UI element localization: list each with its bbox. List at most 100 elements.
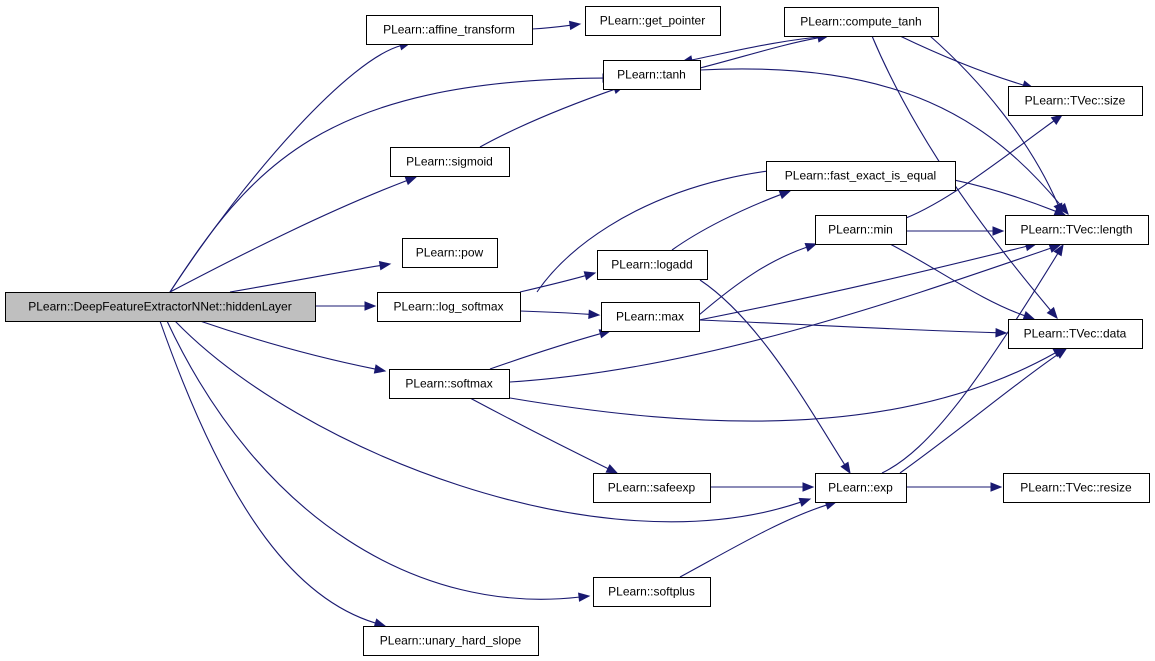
arrowhead-exp-to-length (1053, 243, 1064, 257)
node-softplus[interactable]: PLearn::softplus (593, 577, 711, 607)
node-box-safeexp[interactable] (593, 473, 711, 503)
node-label-data: PLearn::TVec::data (1024, 327, 1127, 341)
node-getptr[interactable]: PLearn::get_pointer (585, 6, 721, 36)
node-box-getptr[interactable] (585, 6, 721, 36)
arrowhead-root-to-sigmoid (404, 176, 418, 186)
arrowhead-logadd-to-fastexact (778, 190, 792, 200)
node-box-pow[interactable] (402, 238, 498, 268)
node-fastexact[interactable]: PLearn::fast_exact_is_equal (766, 161, 956, 191)
node-box-size[interactable] (1008, 86, 1143, 116)
node-box-unary[interactable] (363, 626, 539, 656)
node-pow[interactable]: PLearn::pow (402, 238, 498, 268)
node-exp[interactable]: PLearn::exp (815, 473, 907, 503)
node-box-root[interactable] (5, 292, 316, 322)
node-length[interactable]: PLearn::TVec::length (1005, 215, 1149, 245)
arrowhead-min-to-size (1050, 114, 1064, 126)
node-label-exp: PLearn::exp (828, 481, 893, 495)
node-label-softmax: PLearn::softmax (405, 377, 492, 391)
node-label-min: PLearn::min (828, 223, 893, 237)
node-box-compute_tanh[interactable] (784, 7, 939, 37)
node-box-min[interactable] (815, 215, 907, 245)
edge-exp-to-length (881, 253, 1059, 474)
node-box-affine[interactable] (366, 15, 533, 45)
edge-logadd-to-fastexact (671, 194, 781, 251)
edge-root-to-pow (229, 265, 381, 293)
node-label-safeexp: PLearn::safeexp (608, 481, 696, 495)
node-box-fastexact[interactable] (766, 161, 956, 191)
node-box-softmax[interactable] (389, 369, 510, 399)
arrowhead-affine-to-getptr (568, 20, 582, 31)
node-label-fastexact: PLearn::fast_exact_is_equal (785, 169, 936, 183)
node-label-length: PLearn::TVec::length (1020, 223, 1132, 237)
node-safeexp[interactable]: PLearn::safeexp (593, 473, 711, 503)
arrowhead-root-to-logsoftmax (364, 301, 377, 311)
node-box-max[interactable] (601, 302, 700, 332)
node-box-resize[interactable] (1003, 473, 1150, 503)
edge-softmax-to-safeexp (469, 397, 609, 470)
edge-root-to-sigmoid (169, 180, 407, 293)
node-unary[interactable]: PLearn::unary_hard_slope (363, 626, 539, 656)
edge-root-to-softmax (199, 320, 376, 370)
node-box-sigmoid[interactable] (390, 147, 510, 177)
edge-compute_tanh-to-data (871, 35, 1052, 311)
arrowhead-min-to-data (1022, 311, 1036, 320)
node-label-size: PLearn::TVec::size (1025, 94, 1126, 108)
node-max[interactable]: PLearn::max (601, 302, 700, 332)
node-data[interactable]: PLearn::TVec::data (1008, 319, 1143, 349)
edge-exp-to-data (899, 354, 1059, 474)
edge-min-to-data (889, 243, 1025, 317)
edge-max-to-min (698, 246, 807, 316)
node-size[interactable]: PLearn::TVec::size (1008, 86, 1143, 116)
arrowhead-min-to-length (992, 226, 1005, 236)
node-logsoftmax[interactable]: PLearn::log_softmax (377, 292, 521, 322)
edge-softmax-to-max (489, 333, 601, 370)
node-box-logsoftmax[interactable] (377, 292, 521, 322)
node-label-pow: PLearn::pow (416, 246, 484, 260)
node-label-softplus: PLearn::softplus (608, 585, 695, 599)
edge-compute_tanh-to-size (899, 35, 1024, 86)
edge-root-to-affine (169, 45, 401, 293)
node-label-max: PLearn::max (616, 310, 684, 324)
node-box-softplus[interactable] (593, 577, 711, 607)
edge-softmax-to-length (509, 247, 1051, 383)
node-label-compute_tanh: PLearn::compute_tanh (800, 15, 921, 29)
arrowhead-logadd-to-exp (840, 461, 851, 475)
edge-compute_tanh-to-tanh (691, 35, 831, 61)
node-logadd[interactable]: PLearn::logadd (597, 250, 708, 280)
node-label-resize: PLearn::TVec::resize (1020, 481, 1132, 495)
node-label-logadd: PLearn::logadd (611, 258, 692, 272)
edge-root-to-tanh (169, 77, 604, 293)
edge-logadd-to-exp (699, 279, 846, 465)
node-box-logadd[interactable] (597, 250, 708, 280)
edge-root-to-unary (159, 320, 376, 624)
node-resize[interactable]: PLearn::TVec::resize (1003, 473, 1150, 503)
node-box-length[interactable] (1005, 215, 1149, 245)
edge-root-to-exp (174, 320, 801, 523)
node-box-exp[interactable] (815, 473, 907, 503)
node-box-data[interactable] (1008, 319, 1143, 349)
node-label-getptr: PLearn::get_pointer (600, 14, 705, 28)
node-box-tanh[interactable] (603, 60, 701, 90)
edge-tanh-to-length (699, 68, 1063, 207)
node-compute_tanh[interactable]: PLearn::compute_tanh (784, 7, 939, 37)
node-tanh[interactable]: PLearn::tanh (603, 60, 701, 90)
node-label-sigmoid: PLearn::sigmoid (406, 155, 493, 169)
node-label-tanh: PLearn::tanh (617, 68, 686, 82)
arrowhead-logsoftmax-to-logadd (583, 271, 597, 281)
arrowhead-exp-to-resize (990, 482, 1003, 492)
node-min[interactable]: PLearn::min (815, 215, 907, 245)
node-root[interactable]: PLearn::DeepFeatureExtractorNNet::hidden… (5, 292, 316, 322)
edge-root-to-softplus (166, 320, 580, 600)
arrowhead-exp-to-data (1054, 348, 1068, 359)
arrowhead-max-to-min (804, 242, 818, 252)
edge-affine-to-getptr (531, 24, 571, 30)
node-sigmoid[interactable]: PLearn::sigmoid (390, 147, 510, 177)
edge-softplus-to-exp (679, 504, 827, 578)
edge-tanh-to-compute_tanh (699, 37, 819, 69)
node-softmax[interactable]: PLearn::softmax (389, 369, 510, 399)
node-label-logsoftmax: PLearn::log_softmax (393, 300, 503, 314)
arrowhead-root-to-softplus (578, 592, 591, 602)
node-affine[interactable]: PLearn::affine_transform (366, 15, 533, 45)
arrowhead-root-to-unary (373, 618, 387, 628)
